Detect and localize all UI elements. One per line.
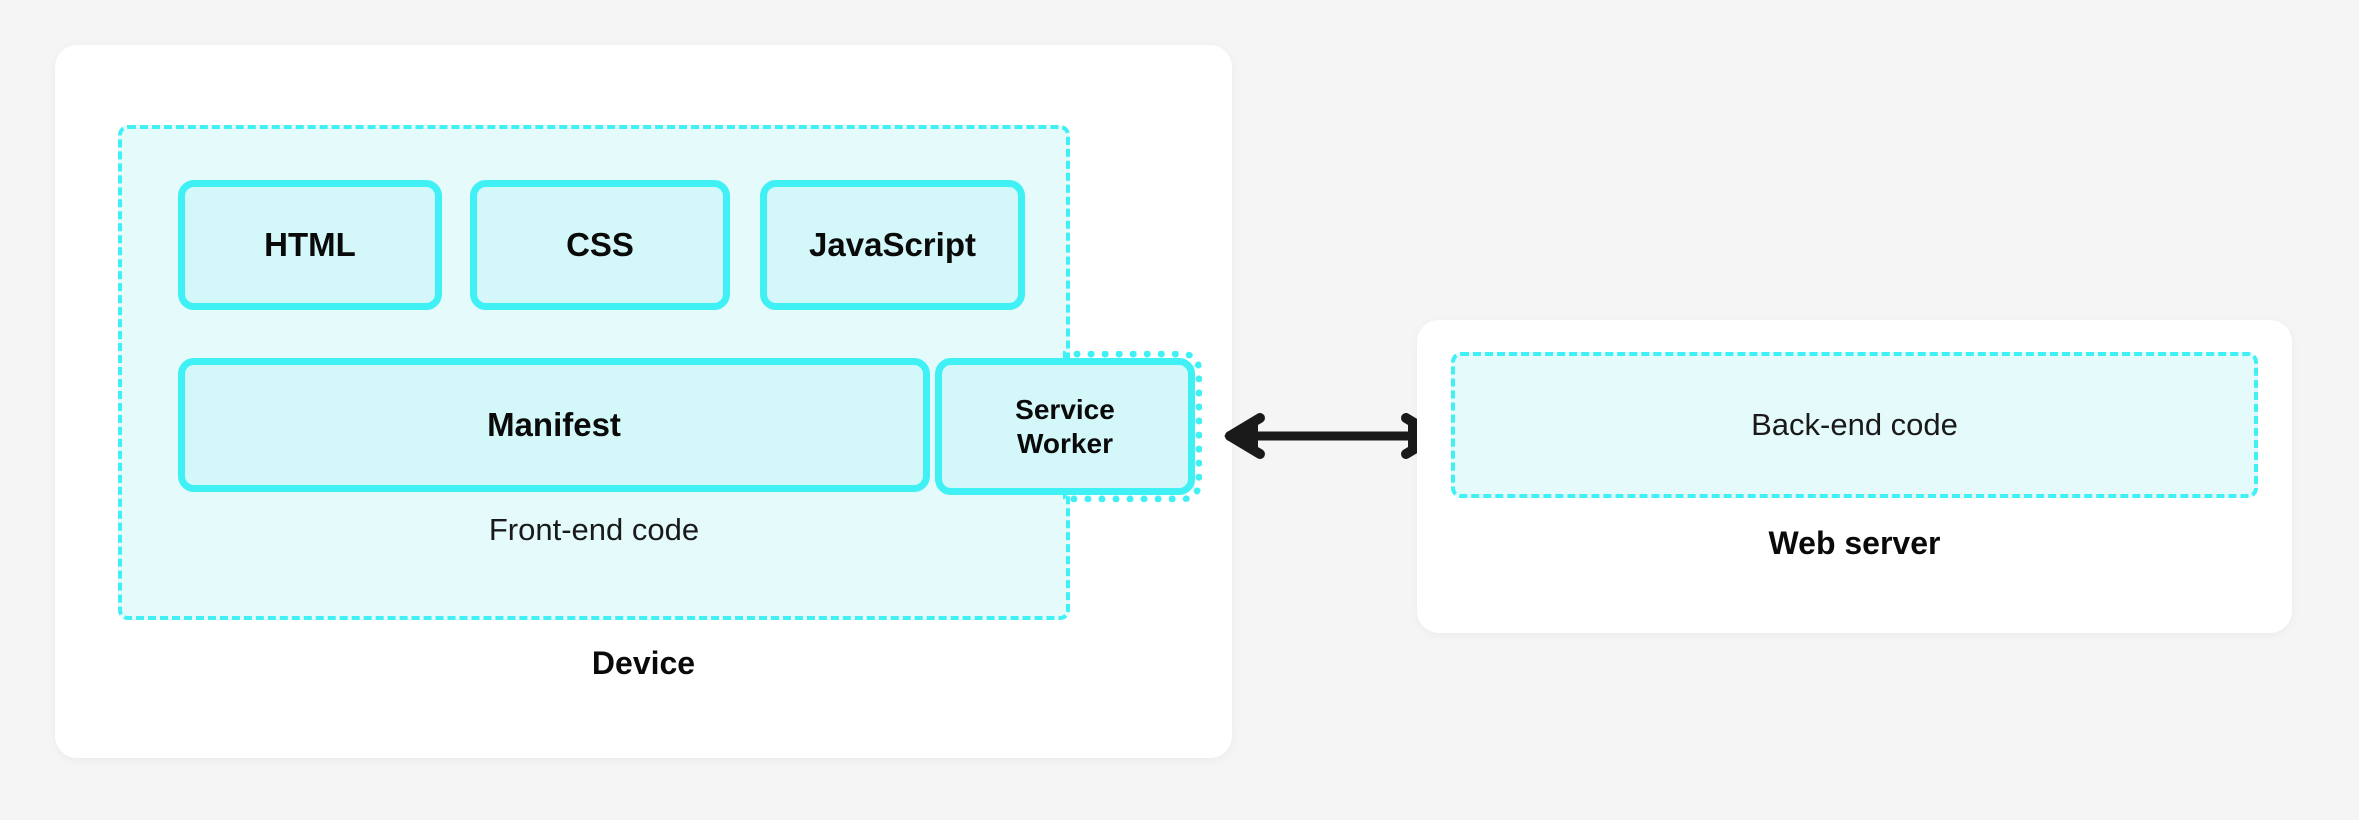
manifest-box[interactable]: Manifest bbox=[178, 358, 930, 492]
back-end-code-caption: Back-end code bbox=[1751, 407, 1958, 442]
javascript-box[interactable]: JavaScript bbox=[760, 180, 1025, 310]
device-card: HTML CSS JavaScript Manifest Service Wor… bbox=[55, 45, 1232, 758]
service-worker-label-line2: Worker bbox=[1017, 427, 1113, 459]
html-box-label: HTML bbox=[264, 226, 356, 264]
css-box-label: CSS bbox=[566, 226, 634, 264]
back-end-code-region: Back-end code bbox=[1451, 352, 2258, 498]
html-box[interactable]: HTML bbox=[178, 180, 442, 310]
service-worker-label-line1: Service bbox=[1015, 393, 1115, 425]
web-server-caption: Web server bbox=[1768, 525, 1941, 561]
service-worker-box[interactable]: Service Worker bbox=[935, 358, 1195, 495]
css-box[interactable]: CSS bbox=[470, 180, 730, 310]
web-server-card: Back-end code Web server bbox=[1417, 320, 2292, 633]
bidirectional-arrow-icon bbox=[1224, 413, 1442, 459]
manifest-box-label: Manifest bbox=[487, 406, 621, 444]
device-caption: Device bbox=[591, 645, 696, 681]
service-worker-box-label: Service Worker bbox=[1015, 393, 1115, 460]
front-end-code-caption: Front-end code bbox=[488, 512, 700, 547]
javascript-box-label: JavaScript bbox=[809, 226, 976, 264]
